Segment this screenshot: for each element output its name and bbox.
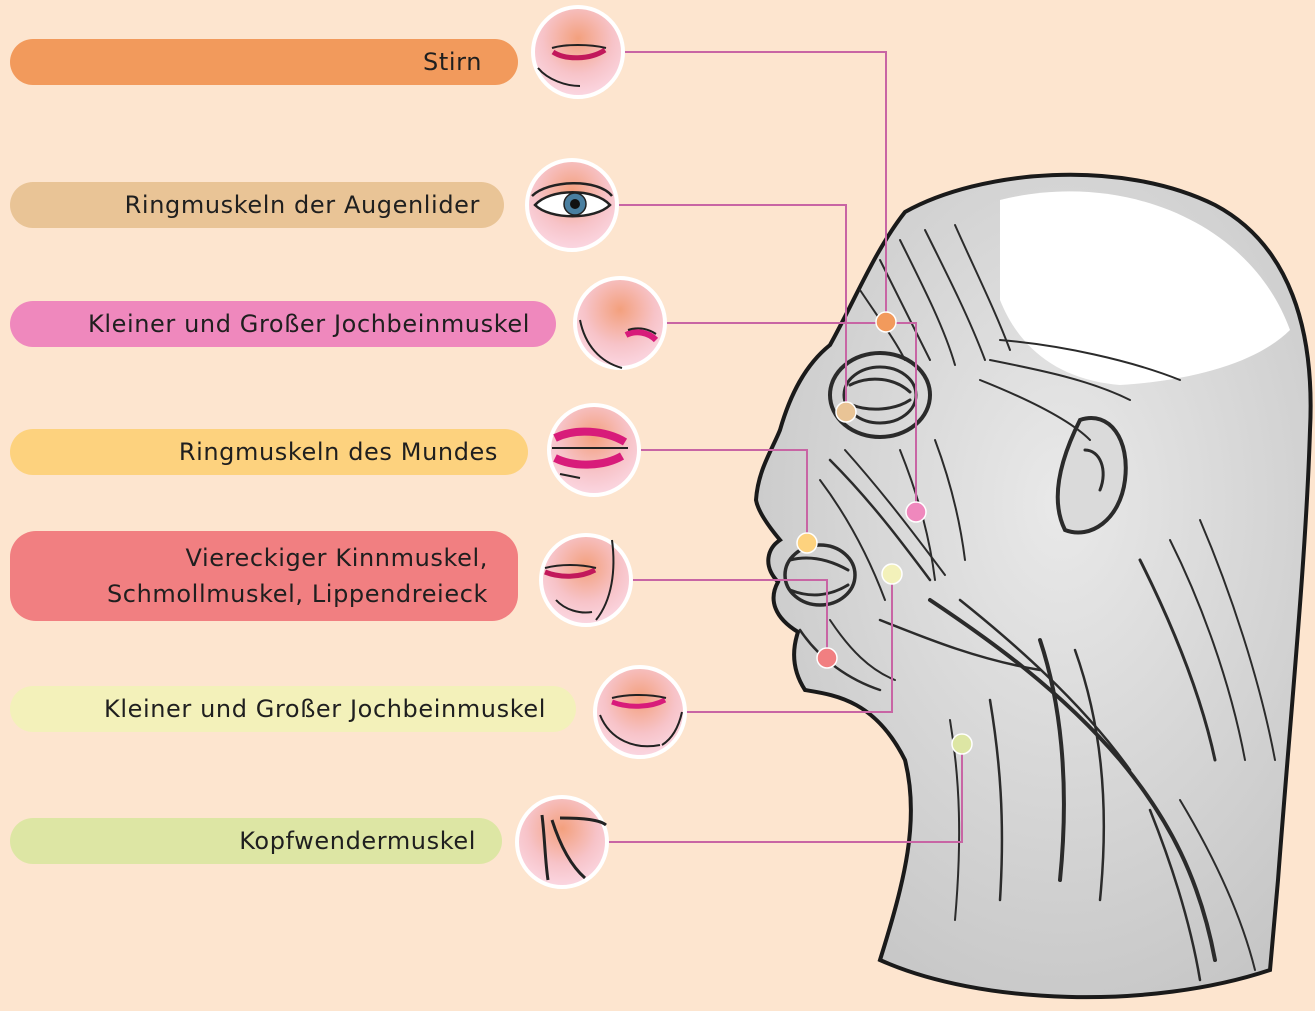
thumbnail-augenlider — [527, 160, 617, 250]
thumbnail-jochbein-upper — [575, 278, 665, 368]
thumbnail-kinn — [541, 535, 631, 625]
thumbnail-circle — [575, 278, 665, 368]
marker-jochbein-lower — [882, 564, 902, 584]
marker-augenlider — [836, 402, 856, 422]
marker-kopfwender — [952, 734, 972, 754]
marker-jochbein-upper — [906, 502, 926, 522]
thumbnail-kopfwender — [517, 797, 607, 887]
thumbnail-stirn — [533, 7, 623, 97]
marker-kinn — [817, 648, 837, 668]
marker-stirn — [876, 312, 896, 332]
thumbnail-jochbein-lower — [595, 667, 685, 757]
head-illustration — [756, 175, 1311, 997]
thumbnail-circle — [541, 535, 631, 625]
marker-mund — [797, 533, 817, 553]
thumbnail-mund — [549, 405, 639, 495]
thumbnail-circle — [595, 667, 685, 757]
thumbnail-circle — [549, 405, 639, 495]
thumbnail-circle — [533, 7, 623, 97]
thumbnail-circle — [517, 797, 607, 887]
